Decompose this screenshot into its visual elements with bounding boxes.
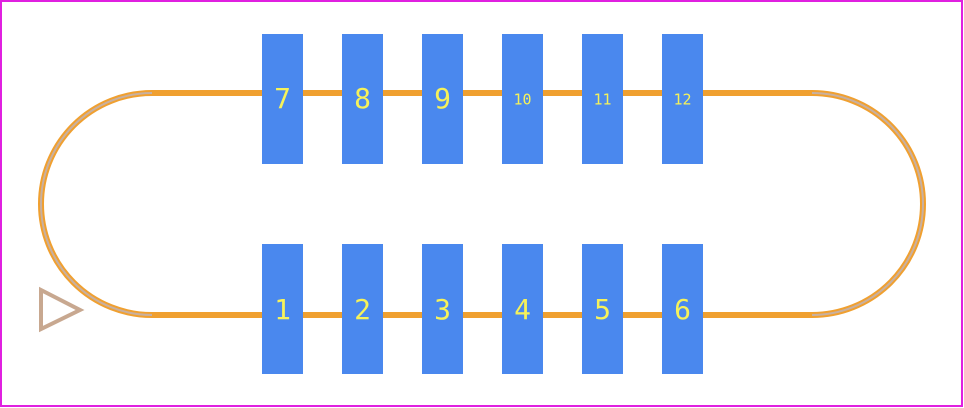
pad-rect bbox=[582, 34, 623, 164]
pad-6: 6 bbox=[662, 244, 703, 374]
pad-label: 3 bbox=[434, 293, 451, 326]
pad-3: 3 bbox=[422, 244, 463, 374]
pad-rect bbox=[342, 244, 383, 374]
outline-right-arc-highlight bbox=[811, 92, 924, 316]
pad-7: 7 bbox=[262, 34, 303, 164]
pad-4: 4 bbox=[502, 244, 543, 374]
pad-rect bbox=[422, 244, 463, 374]
pad-label: 5 bbox=[594, 293, 611, 326]
pad-rect bbox=[262, 244, 303, 374]
pad-8: 8 bbox=[342, 34, 383, 164]
pad-12: 12 bbox=[662, 34, 703, 164]
outline-left-arc bbox=[38, 90, 153, 318]
pad-rect bbox=[502, 34, 543, 164]
outline-right-arc bbox=[811, 90, 926, 318]
pad-rect bbox=[342, 34, 383, 164]
pad-label: 7 bbox=[274, 82, 291, 115]
pad-label: 6 bbox=[674, 293, 691, 326]
pad-rect bbox=[662, 244, 703, 374]
pad-label: 10 bbox=[513, 91, 531, 109]
pad-label: 1 bbox=[274, 293, 291, 326]
pad-rect bbox=[262, 34, 303, 164]
pad-rect bbox=[662, 34, 703, 164]
pad-9: 9 bbox=[422, 34, 463, 164]
pad-rect bbox=[582, 244, 623, 374]
pad-label: 9 bbox=[434, 82, 451, 115]
pad-label: 8 bbox=[354, 82, 371, 115]
pad-10: 10 bbox=[502, 34, 543, 164]
pad-label: 2 bbox=[354, 293, 371, 326]
pad-5: 5 bbox=[582, 244, 623, 374]
pad-row-bottom: 1 2 3 4 5 6 bbox=[262, 244, 703, 374]
triangle-pin1-icon bbox=[39, 286, 85, 333]
pad-2: 2 bbox=[342, 244, 383, 374]
pad-11: 11 bbox=[582, 34, 623, 164]
pad-1: 1 bbox=[262, 244, 303, 374]
pad-label: 4 bbox=[514, 293, 531, 326]
pad-rect bbox=[422, 34, 463, 164]
outline-left-arc-highlight bbox=[40, 92, 153, 316]
pad-label: 12 bbox=[673, 91, 691, 109]
pad-label: 11 bbox=[593, 91, 611, 109]
pad-row-top: 7 8 9 10 11 12 bbox=[262, 34, 703, 164]
pad-rect bbox=[502, 244, 543, 374]
